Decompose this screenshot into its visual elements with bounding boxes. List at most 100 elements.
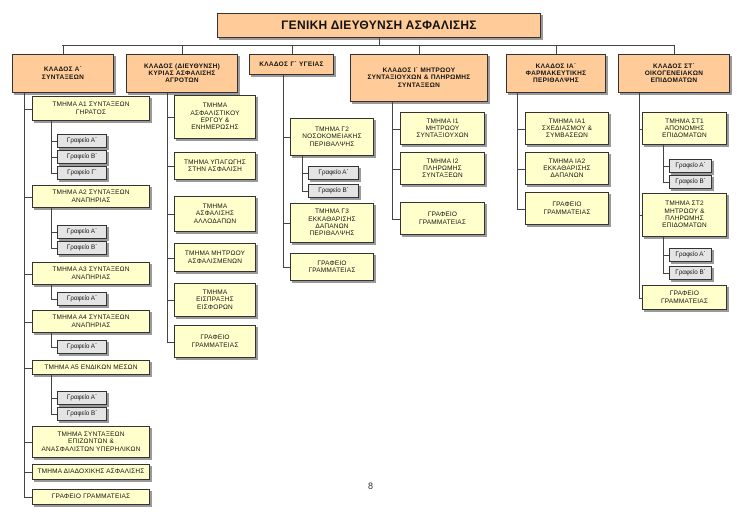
department-connector	[517, 129, 525, 130]
office-box: Γραφείο Α΄	[669, 248, 712, 262]
branch-spine-line	[24, 93, 25, 498]
department-connector	[167, 166, 174, 167]
branch-drop-line	[292, 45, 293, 54]
office-box: Γραφείο Β΄	[57, 407, 107, 421]
office-box: Γραφείο Β΄	[669, 175, 712, 189]
office-spine-line	[51, 333, 52, 348]
department-connector	[392, 169, 400, 170]
department-connector	[283, 267, 290, 268]
office-box: Γραφείο Α΄	[669, 159, 712, 173]
office-spine-line	[51, 375, 52, 415]
office-box: Γραφείο Α΄	[57, 391, 107, 405]
office-connector	[302, 191, 308, 192]
department-box: ΤΜΗΜΑ ΑΣΦΑΛΙΣΤΙΚΟΥ ΕΡΓΟΥ & ΕΝΗΜΕΡΩΣΗΣ	[174, 95, 256, 139]
office-box: Γραφείο Α΄	[57, 134, 107, 148]
department-box: ΤΜΗΜΑ ΕΙΣΠΡΑΞΗΣ ΕΙΣΦΟΡΩΝ	[174, 283, 256, 317]
office-spine-line	[51, 285, 52, 300]
department-box: ΤΜΗΜΑ ΣΤ2 ΜΗΤΡΩΟΥ & ΠΛΗΡΩΜΗΣ ΕΠΙΔΟΜΑΤΩΝ	[642, 193, 727, 237]
department-connector	[24, 322, 32, 323]
branch-spine-line	[392, 102, 393, 220]
department-box: ΤΜΗΜΑ Ι1 ΜΗΤΡΩΟΥ ΣΥΝΤΑΞΙΟΥΧΩΝ	[400, 112, 485, 145]
department-connector	[167, 117, 174, 118]
branch-bus-line	[62, 45, 675, 46]
department-box: ΤΜΗΜΑ ΑΣΦΑΛΙΣΗΣ ΑΛΛΟΔΑΠΩΝ	[174, 196, 256, 232]
department-box: ΤΜΗΜΑ Α5 ΕΝΔΙΚΩΝ ΜΕΣΩΝ	[32, 360, 150, 375]
department-box: ΤΜΗΜΑ Α4 ΣΥΝΤΑΞΕΩΝ ΑΝΑΠΗΡΙΑΣ	[32, 310, 150, 333]
office-connector	[51, 232, 57, 233]
branch-box: ΚΛΑΔΟΣ ΣΤ΄ ΟΙΚΟΓΕΝΕΙΑΚΩΝ ΕΠΙΔΟΜΑΤΩΝ	[618, 54, 730, 93]
department-box: ΓΡΑΦΕΙΟ ΓΡΑΜΜΑΤΕΙΑΣ	[525, 192, 609, 225]
branch-spine-line	[517, 93, 518, 210]
office-connector	[302, 173, 308, 174]
department-box: ΤΜΗΜΑ ΜΗΤΡΩΟΥ ΑΣΦΑΛΙΣΜΕΝΩΝ	[174, 243, 256, 272]
department-box: ΤΜΗΜΑ Γ2 ΝΟΣΟΚΟΜΕΙΑΚΗΣ ΠΕΡΙΘΑΛΨΗΣ	[290, 118, 374, 156]
office-connector	[51, 248, 57, 249]
branch-box: ΚΛΑΔΟΣ Ι΄ ΜΗΤΡΩΟΥ ΣΥΝΤΑΞΙΟΥΧΩΝ & ΠΛΗΡΩΜΗ…	[350, 54, 488, 102]
department-box: ΤΜΗΜΑ Α1 ΣΥΝΤΑΞΕΩΝ ΓΗΡΑΤΟΣ	[32, 96, 150, 121]
department-connector	[517, 209, 525, 210]
office-spine-line	[302, 156, 303, 192]
title-connector	[379, 38, 380, 45]
office-connector	[663, 166, 669, 167]
office-box: Γραφείο Α΄	[57, 292, 107, 306]
department-connector	[517, 169, 525, 170]
general-directorate-title: ΓΕΝΙΚΗ ΔΙΕΥΘΥΝΣΗ ΑΣΦΑΛΙΣΗΣ	[217, 13, 541, 38]
branch-drop-line	[419, 45, 420, 54]
branch-drop-line	[182, 45, 183, 54]
department-connector	[24, 368, 32, 369]
branch-drop-line	[674, 45, 675, 54]
department-connector	[24, 442, 32, 443]
department-box: ΓΡΑΦΕΙΟ ΓΡΑΜΜΑΤΕΙΑΣ	[32, 489, 150, 505]
department-connector	[639, 215, 642, 216]
office-connector	[51, 173, 57, 174]
department-connector	[167, 342, 174, 343]
office-box: Γραφείο Β΄	[57, 150, 107, 164]
office-spine-line	[51, 208, 52, 249]
office-spine-line	[663, 145, 664, 183]
office-box: Γραφείο Α΄	[308, 166, 359, 180]
office-box: Γραφείο Β΄	[308, 184, 359, 198]
department-connector	[167, 258, 174, 259]
branch-spine-line	[639, 93, 640, 299]
office-connector	[663, 182, 669, 183]
department-box: ΤΜΗΜΑ Α2 ΣΥΝΤΑΞΕΩΝ ΑΝΑΠΗΡΙΑΣ	[32, 185, 150, 208]
department-box: ΤΜΗΜΑ ΙΑ2 ΕΚΚΑΘΑΡΙΣΗΣ ΔΑΠΑΝΩΝ	[525, 152, 609, 185]
office-connector	[51, 299, 57, 300]
department-connector	[283, 137, 290, 138]
branch-spine-line	[167, 93, 168, 343]
branch-drop-line	[556, 45, 557, 54]
department-box: ΤΜΗΜΑ Ι2 ΠΛΗΡΩΜΗΣ ΣΥΝΤΑΞΕΩΝ	[400, 152, 485, 185]
office-box: Γραφείο Α΄	[57, 340, 107, 354]
department-box: ΓΡΑΦΕΙΟ ΓΡΑΜΜΑΤΕΙΑΣ	[290, 253, 374, 281]
office-box: Γραφείο Β΄	[57, 241, 107, 255]
department-box: ΤΜΗΜΑ ΙΑ1 ΣΧΕΔΙΑΣΜΟΥ & ΣΥΜΒΑΣΕΩΝ	[525, 112, 609, 145]
office-spine-line	[51, 121, 52, 174]
page-number: 8	[368, 481, 374, 491]
department-connector	[24, 274, 32, 275]
branch-box: ΚΛΑΔΟΣ Γ΄ ΥΓΕΙΑΣ	[249, 54, 334, 75]
branch-box: ΚΛΑΔΟΣ Α΄ ΣΥΝΤΑΞΕΩΝ	[12, 54, 114, 93]
department-connector	[639, 129, 642, 130]
branch-box: ΚΛΑΔΟΣ (ΔΙΕΥΘΥΝΣΗ) ΚΥΡΙΑΣ ΑΣΦΑΛΙΣΗΣ ΑΓΡΟ…	[126, 54, 238, 93]
department-box: ΤΜΗΜΑ ΔΙΑΔΟΧΙΚΗΣ ΑΣΦΑΛΙΣΗΣ	[32, 464, 150, 480]
department-box: ΤΜΗΜΑ ΣΥΝΤΑΞΕΩΝ ΕΠΙΖΩΝΤΩΝ & ΑΝΑΣΦΑΛΙΣΤΩΝ…	[32, 426, 150, 458]
department-box: ΤΜΗΜΑ ΥΠΑΓΩΓΗΣ ΣΤΗΝ ΑΣΦΑΛΙΣΗ	[174, 152, 256, 180]
office-box: Γραφείο Β΄	[669, 266, 712, 280]
department-connector	[167, 214, 174, 215]
branch-drop-line	[63, 45, 64, 54]
branch-spine-line	[283, 75, 284, 268]
department-box: ΓΡΑΦΕΙΟ ΓΡΑΜΜΑΤΕΙΑΣ	[400, 202, 485, 235]
department-box: ΤΜΗΜΑ Α3 ΣΥΝΤΑΞΕΩΝ ΑΝΑΠΗΡΙΑΣ	[32, 262, 150, 285]
branch-box: ΚΛΑΔΟΣ ΙΑ΄ ΦΑΡΜΑΚΕΥΤΙΚΗΣ ΠΕΡΙΘΑΛΨΗΣ	[506, 54, 606, 93]
office-connector	[51, 398, 57, 399]
department-box: ΓΡΑΦΕΙΟ ΓΡΑΜΜΑΤΕΙΑΣ	[174, 325, 256, 358]
department-connector	[167, 300, 174, 301]
department-connector	[392, 129, 400, 130]
department-box: ΤΜΗΜΑ Γ3 ΕΚΚΑΘΑΡΙΣΗΣ ΔΑΠΑΝΩΝ ΠΕΡΙΘΑΛΨΗΣ	[290, 203, 374, 243]
office-connector	[51, 141, 57, 142]
office-box: Γραφείο Γ΄	[57, 166, 107, 180]
department-connector	[24, 472, 32, 473]
department-connector	[24, 497, 32, 498]
department-connector	[24, 197, 32, 198]
